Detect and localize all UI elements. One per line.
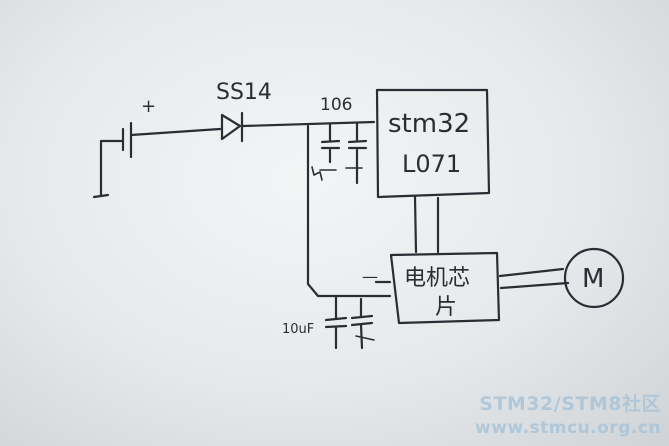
motor-circle <box>563 247 625 309</box>
watermark-url: www.stmcu.org.cn <box>475 418 661 438</box>
mcu-driver-link-1 <box>413 195 418 254</box>
watermark-title: STM32/STM8社区 <box>479 393 661 415</box>
driver-label-line2: 片 <box>435 295 457 320</box>
diode-symbol <box>220 111 244 143</box>
plus-label: + <box>141 96 156 117</box>
mcu-label-line1: stm32 <box>388 109 470 139</box>
main-wire <box>129 127 222 137</box>
minus-label: — <box>362 267 378 286</box>
ground-wire <box>92 139 124 199</box>
decoupling-capacitors <box>311 121 368 185</box>
bottom-cap-label: 10uF <box>282 322 314 337</box>
mcu-box <box>375 88 491 199</box>
motor-wire-1 <box>498 267 565 278</box>
driver-box <box>389 251 501 325</box>
diode-label: SS14 <box>216 80 272 105</box>
bulk-capacitors <box>324 295 375 350</box>
supply-rail <box>306 124 392 298</box>
battery-symbol <box>121 121 133 159</box>
driver-label-line1: 电机芯 <box>404 266 470 291</box>
cap-value-label: 106 <box>320 95 352 115</box>
mcu-label-line2: L071 <box>402 150 461 178</box>
motor-wire-2 <box>499 281 570 290</box>
motor-label: M <box>582 264 604 294</box>
supply-wire <box>241 120 376 128</box>
